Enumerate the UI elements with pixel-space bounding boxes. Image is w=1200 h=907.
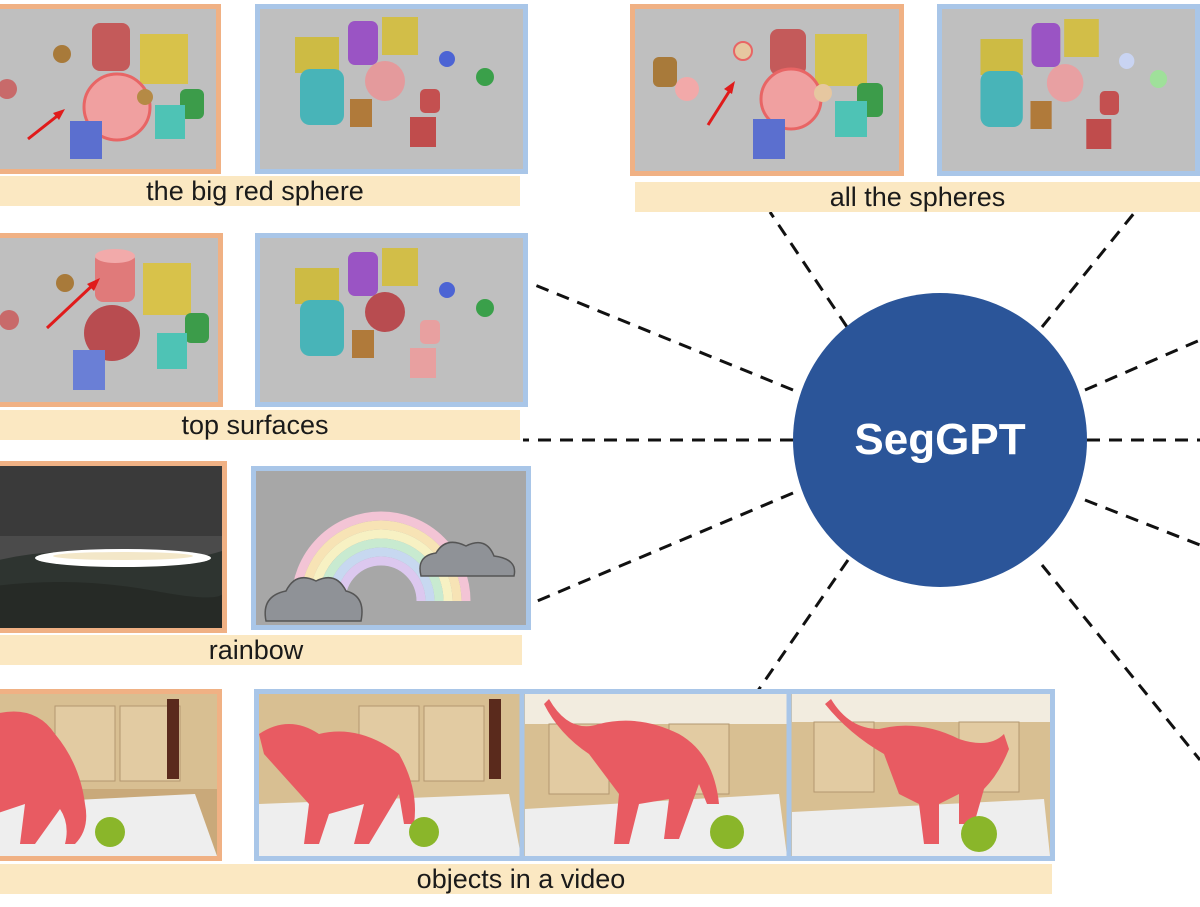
target-image-top-surfaces: [255, 233, 528, 407]
target-video-frames: [254, 689, 1055, 861]
caption-top-surfaces: top surfaces: [0, 410, 520, 440]
caption-rainbow: rainbow: [0, 635, 522, 665]
seggpt-node: SegGPT: [793, 293, 1087, 587]
caption-all-spheres: all the spheres: [635, 182, 1200, 212]
prompt-image-all-spheres: [630, 4, 904, 176]
caption-big-red-sphere: the big red sphere: [0, 176, 520, 206]
target-image-big-red-sphere: [255, 4, 528, 174]
target-image-all-spheres: [937, 4, 1200, 176]
prompt-image-top-surfaces: [0, 233, 223, 407]
prompt-image-big-red-sphere: [0, 4, 221, 174]
caption-video: objects in a video: [0, 864, 1052, 894]
seggpt-label: SegGPT: [854, 415, 1026, 464]
target-image-rainbow: [251, 466, 531, 630]
prompt-image-video: [0, 689, 222, 861]
prompt-image-rainbow: [0, 461, 227, 633]
